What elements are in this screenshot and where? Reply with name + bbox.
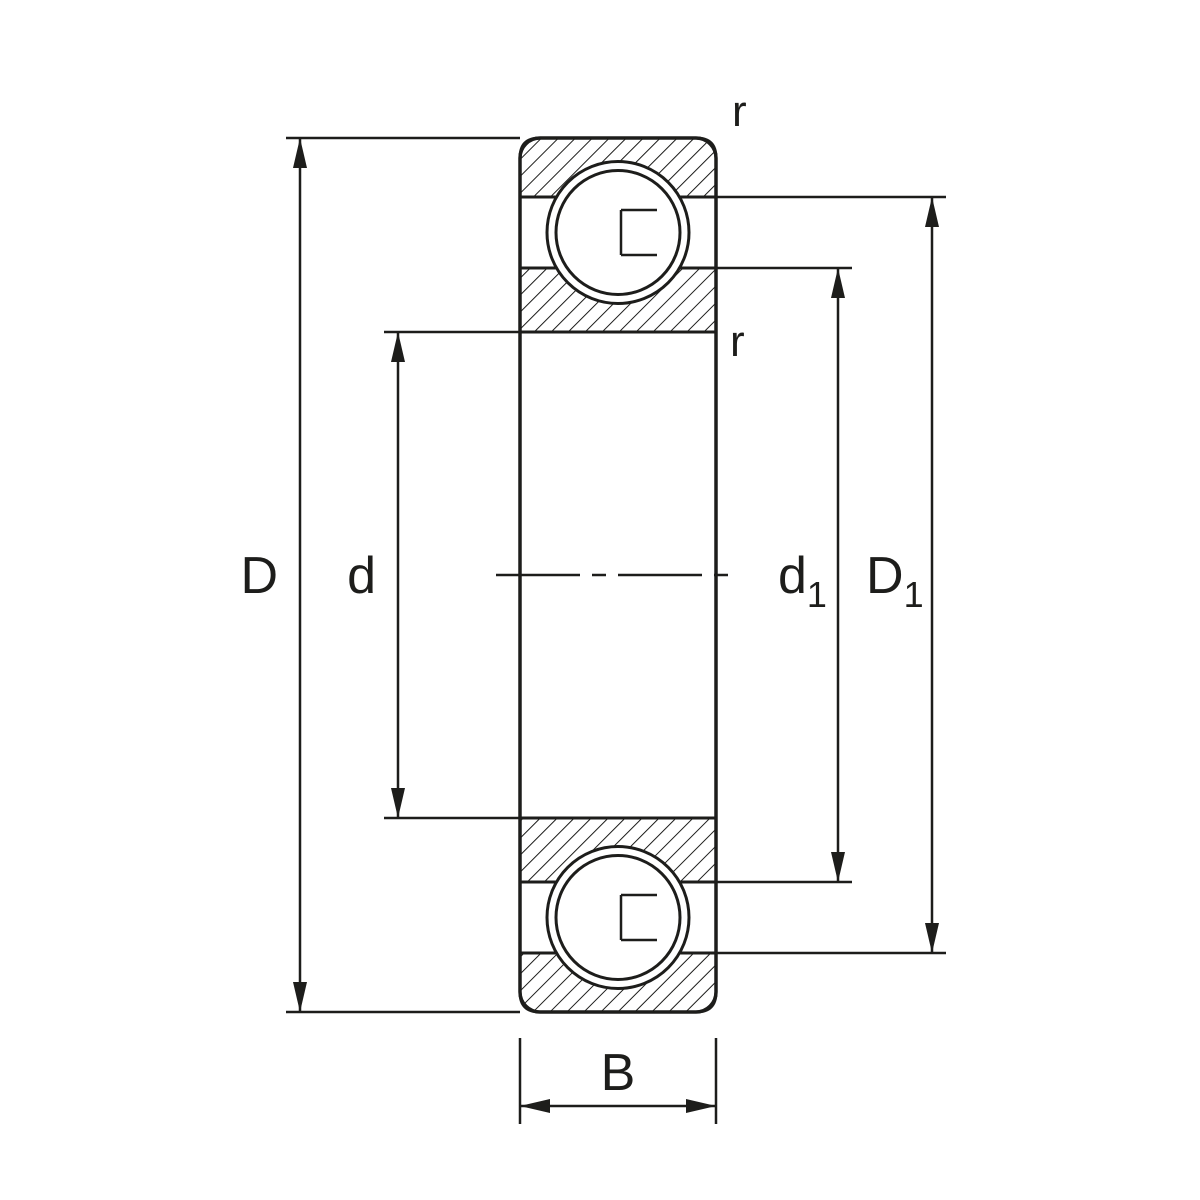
dimension-outer-shoulder-diameter: D1 (716, 195, 946, 955)
bearing-body (496, 136, 740, 1014)
arrowhead-up (391, 332, 405, 362)
arrowhead-right (686, 1099, 716, 1113)
label-outer-shoulder-diameter: D1 (866, 547, 924, 615)
arrowhead-left (520, 1099, 550, 1113)
arrowhead-down (391, 788, 405, 818)
label-corner-radius-top: r (732, 87, 747, 136)
arrowhead-down (925, 923, 939, 953)
arrowhead-up (293, 138, 307, 168)
label-inner-shoulder-base: d (778, 547, 807, 605)
arrowhead-up (831, 268, 845, 298)
label-inner-shoulder-diameter: d1 (778, 547, 827, 615)
dimension-width: B (518, 1038, 718, 1124)
label-bore-diameter: d (347, 547, 376, 605)
label-outer-diameter: D (240, 547, 278, 605)
dimension-outer-diameter: D (240, 136, 520, 1014)
dimension-bore-diameter: d (347, 330, 520, 820)
label-inner-shoulder-subscript: 1 (807, 574, 827, 615)
arrowhead-down (293, 982, 307, 1012)
dimension-inner-shoulder-diameter: d1 (716, 266, 852, 884)
cage-mark-top (619, 208, 657, 257)
label-outer-shoulder-subscript: 1 (904, 574, 924, 615)
ball-top (554, 169, 682, 296)
label-corner-radius-inner: r (730, 317, 745, 366)
ball-bottom (554, 854, 682, 981)
label-width: B (601, 1044, 636, 1102)
arrowhead-up (925, 197, 939, 227)
arrowhead-down (831, 852, 845, 882)
label-outer-shoulder-base: D (866, 547, 904, 605)
cage-mark-bottom (619, 893, 657, 942)
